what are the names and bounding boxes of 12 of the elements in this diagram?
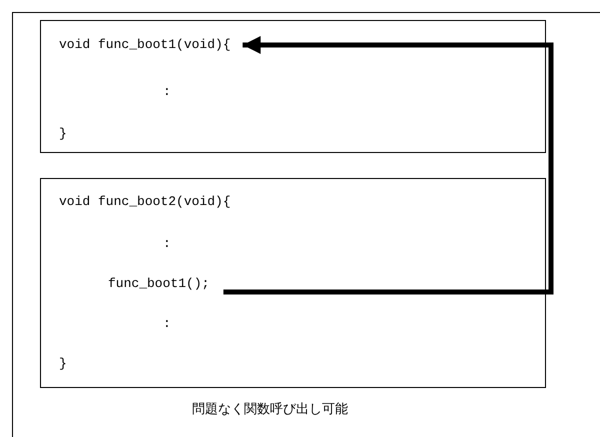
caption: 問題なく関数呼び出し可能 (191, 401, 349, 418)
code-line: func_boot1(); (108, 276, 210, 292)
code-box (40, 178, 546, 388)
code-line: : (163, 316, 171, 332)
code-line: : (163, 236, 171, 252)
code-box (40, 20, 546, 153)
code-line: : (163, 84, 171, 100)
arrow (223, 36, 554, 294)
code-line: } (59, 356, 67, 372)
code-line: void func_boot1(void){ (59, 37, 231, 53)
code-line: void func_boot2(void){ (59, 194, 231, 210)
code-line: } (59, 126, 67, 142)
